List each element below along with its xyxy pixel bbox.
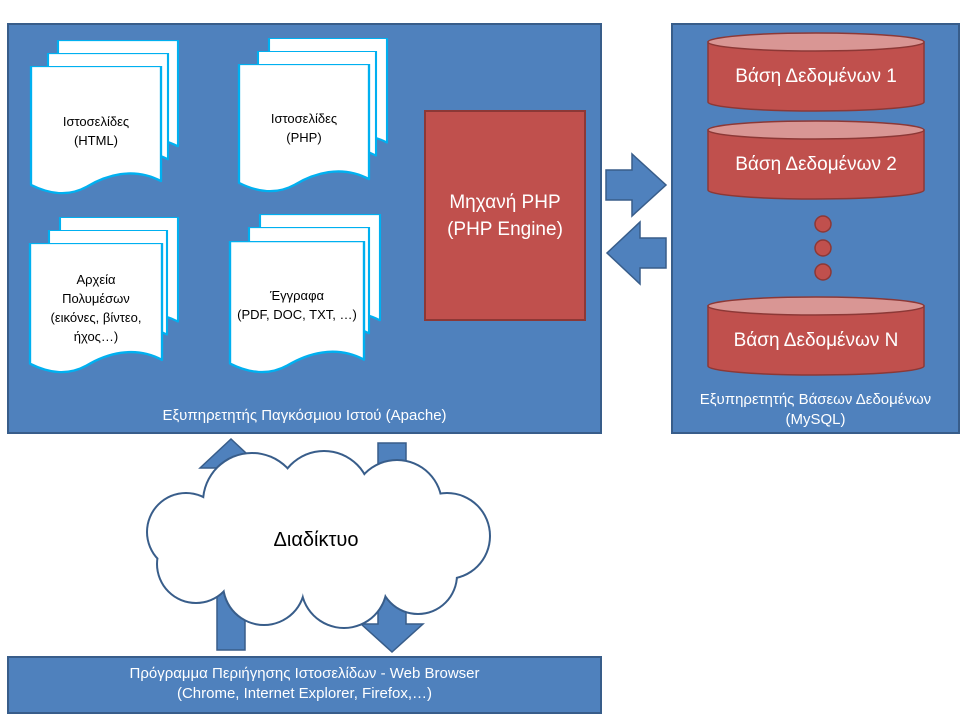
browser-label-line-2: (Chrome, Internet Explorer, Firefox,…) (176, 685, 433, 702)
browser-label-line-1: Πρόγραμμα Περιήγησης Ιστοσελίδων - Web B… (129, 665, 480, 682)
database-1-icon (707, 32, 925, 112)
ellipsis-dots-icon (814, 215, 832, 281)
media-files-line-2: Πολυμέσων (62, 291, 130, 306)
internet-label: Διαδίκτυο (273, 529, 359, 551)
browser-label: Πρόγραμμα Περιήγησης Ιστοσελίδων - Web B… (7, 664, 602, 704)
database-2-icon (707, 120, 925, 200)
media-files-label: Αρχεία Πολυμέσων (εικόνες, βίντεο, ήχος…… (24, 270, 168, 346)
media-files-line-4: ήχος…) (73, 329, 119, 344)
internet-cloud-icon (146, 450, 491, 629)
arrow-right-icon (605, 152, 668, 218)
php-engine-label: Μηχανή PHP (PHP Engine) (426, 189, 584, 243)
database-2-label: Βάση Δεδομένων 2 (735, 154, 897, 175)
html-pages-line-1: Ιστοσελίδες (62, 114, 130, 129)
db-server-label-line-2: (MySQL) (785, 411, 846, 428)
arrow-left-icon (605, 220, 667, 286)
php-engine-line-1: Μηχανή PHP (449, 192, 561, 213)
documents-line-2: (PDF, DOC, TXT, …) (237, 307, 357, 322)
db-server-label-line-1: Εξυπηρετητής Βάσεων Δεδομένων (699, 391, 932, 408)
php-engine-line-2: (PHP Engine) (447, 219, 563, 240)
database-n-label: Βάση Δεδομένων N (733, 330, 899, 351)
media-files-line-1: Αρχεία (76, 272, 116, 287)
documents-line-1: Έγγραφα (269, 288, 325, 303)
browser-panel (7, 656, 602, 714)
database-1-label: Βάση Δεδομένων 1 (735, 66, 897, 87)
php-pages-line-1: Ιστοσελίδες (270, 111, 338, 126)
web-server-label: Εξυπηρετητής Παγκόσμιου Ιστού (Apache) (162, 407, 447, 424)
php-engine-box: Μηχανή PHP (PHP Engine) (424, 110, 586, 321)
html-pages-label: Ιστοσελίδες (HTML) (24, 112, 168, 150)
php-pages-line-2: (PHP) (286, 130, 322, 145)
database-n-icon (707, 296, 925, 376)
html-pages-line-2: (HTML) (73, 133, 119, 148)
media-files-line-3: (εικόνες, βίντεο, (50, 310, 142, 325)
db-server-label: Εξυπηρετητής Βάσεων Δεδομένων (MySQL) (671, 390, 960, 430)
documents-label: Έγγραφα (PDF, DOC, TXT, …) (225, 286, 369, 324)
php-pages-label: Ιστοσελίδες (PHP) (232, 109, 376, 147)
